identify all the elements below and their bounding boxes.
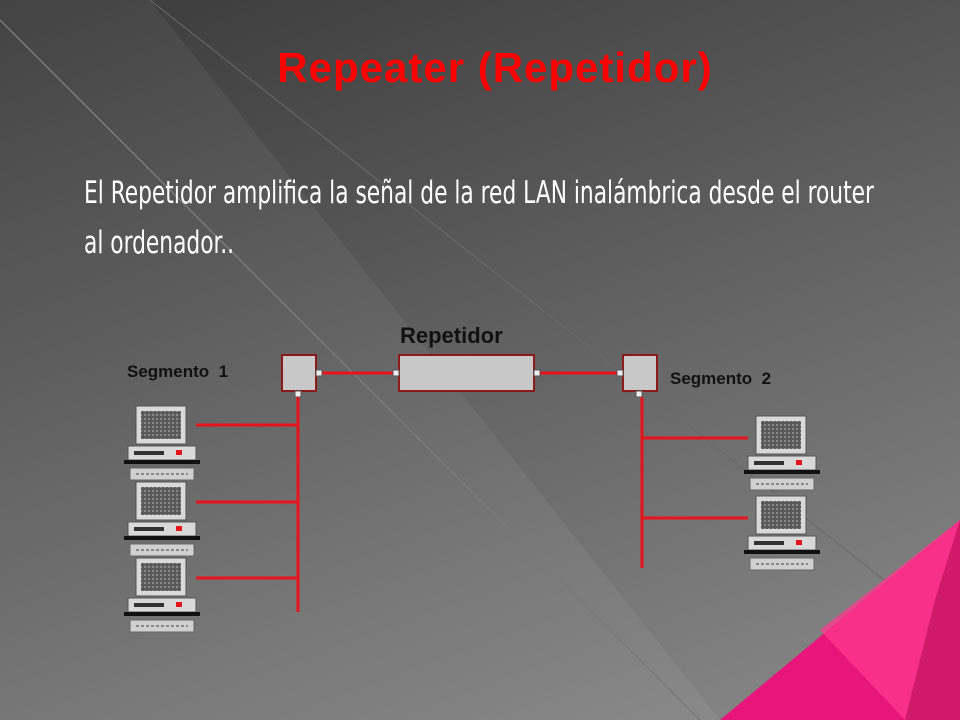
segment-1-hub	[281, 354, 317, 392]
pink-corner-accent-shadow	[905, 520, 960, 720]
segment-1-computer-3	[123, 557, 201, 633]
slide-body-text: El Repetidor amplifica la señal de la re…	[84, 175, 874, 261]
repeater-port-left	[392, 369, 400, 377]
segment-1-computer-1	[123, 405, 201, 481]
segment-2-hub-port-left	[616, 369, 624, 377]
segment-1-computer-2	[123, 481, 201, 557]
segment-1-hub-port-right	[315, 369, 323, 377]
segment-2-label: Segmento 2	[670, 369, 771, 388]
repeater-label: Repetidor	[400, 323, 503, 348]
segment-2-computer-2	[743, 495, 821, 571]
slide-title: Repeater (Repetidor)	[277, 44, 713, 91]
background-diagonal-line	[0, 19, 701, 720]
segment-2-hub-port-bottom	[635, 390, 643, 398]
repeater-port-right	[533, 369, 541, 377]
segment-1-hub-port-bottom	[294, 390, 302, 398]
segment-2-computer-1	[743, 415, 821, 491]
segment-2-hub	[622, 354, 658, 392]
segment-1-label: Segmento 1	[127, 362, 228, 381]
repeater-device	[398, 354, 535, 392]
background-diagonal-line-2	[149, 0, 960, 641]
